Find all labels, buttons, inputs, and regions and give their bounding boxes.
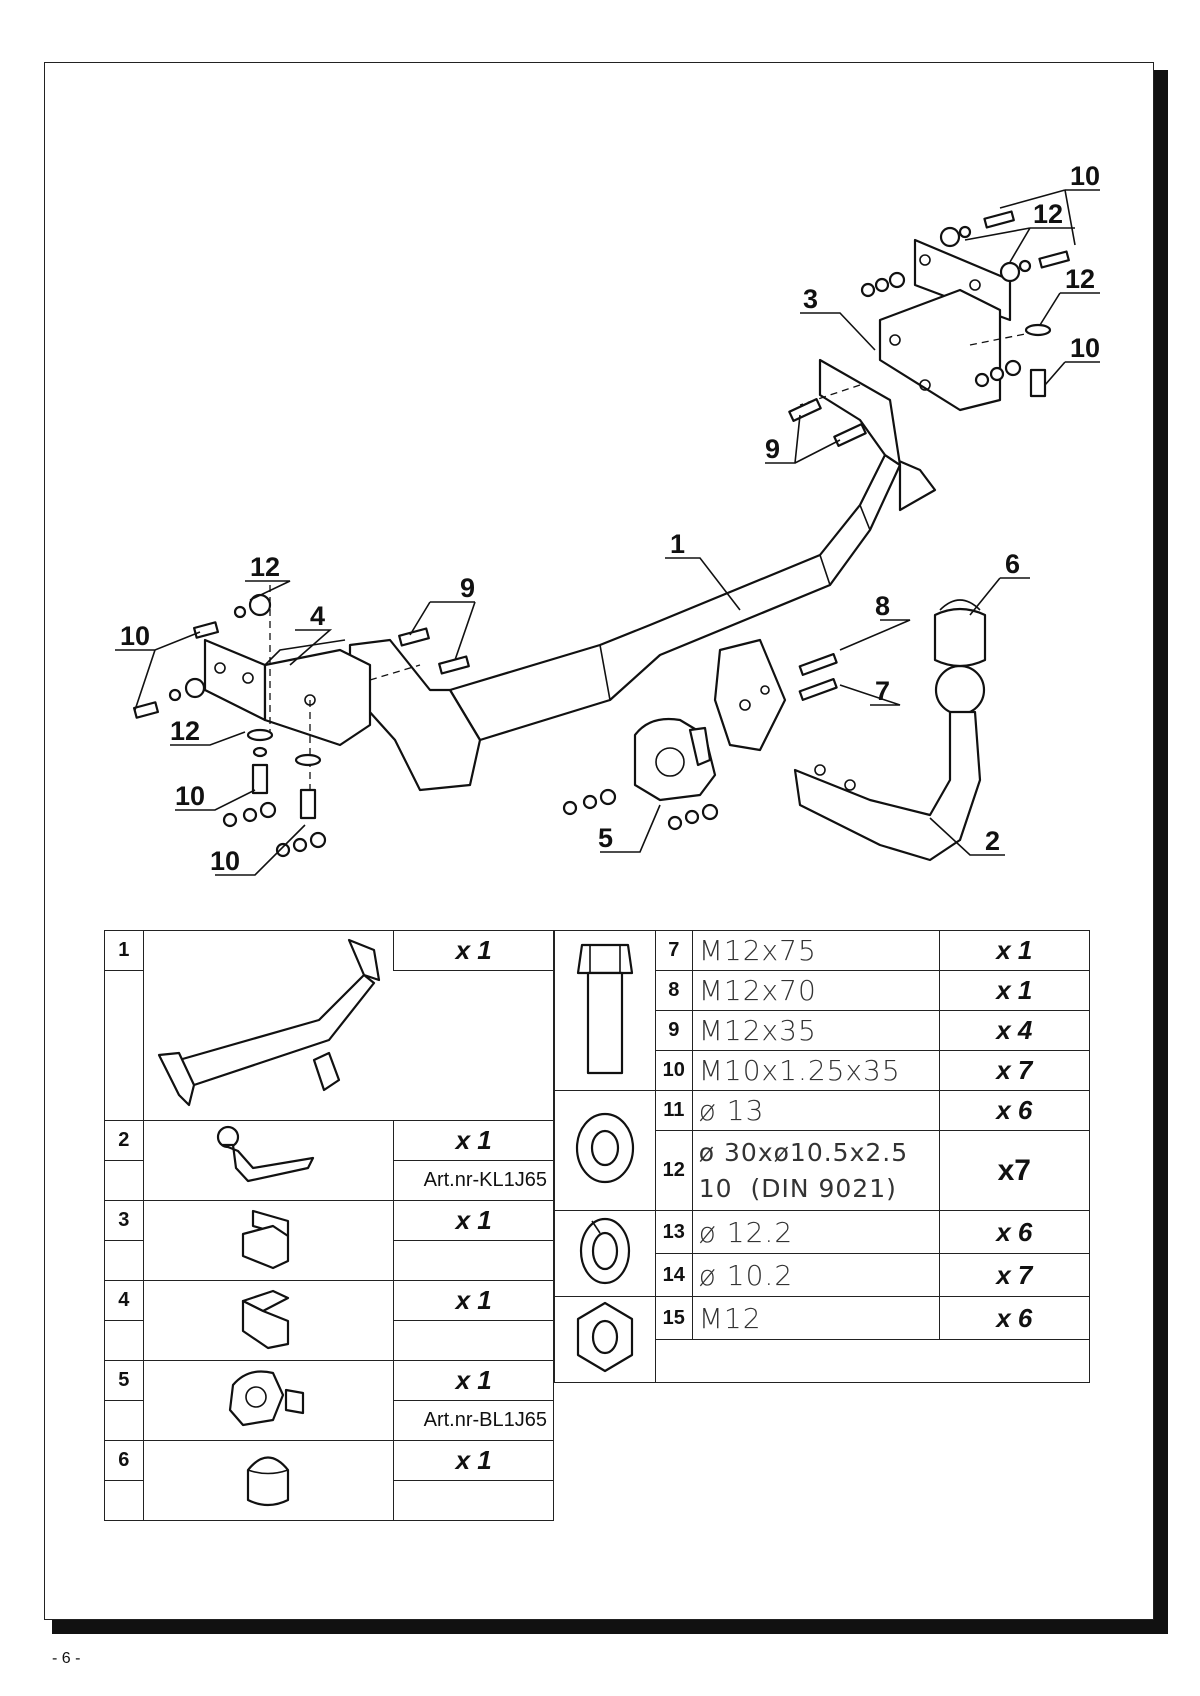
fastener-quantity: x 6 (938, 1210, 1091, 1254)
ball-cap-part (933, 599, 987, 668)
part-number: 6 (104, 1440, 144, 1481)
article-number: Art.nr-BL1J65 (393, 1400, 554, 1441)
page-number: - 6 - (52, 1650, 81, 1667)
fastener-quantity: x 6 (938, 1296, 1091, 1340)
towball-part (793, 664, 986, 862)
callout-label: 9 (765, 434, 780, 464)
part-number: 2 (104, 1120, 144, 1161)
ball-cap-thumbnail (247, 1456, 290, 1507)
fastener-quantity: x 1 (938, 930, 1091, 971)
fastener-quantity: x 1 (938, 970, 1091, 1011)
socket-plate-thumbnail (229, 1370, 305, 1427)
callout-label: 9 (460, 573, 475, 603)
fastener-spec: M12x75 (691, 930, 940, 971)
exploded-diagram: 10 12 12 10 3 9 1 6 12 9 4 10 8 7 12 10 … (115, 161, 1100, 876)
fastener-number: 14 (654, 1253, 693, 1297)
fastener-number: 9 (654, 1010, 693, 1051)
fastener-illustration-cell (554, 930, 656, 1091)
fasteners (132, 210, 1070, 858)
fastener-spec: ø 30xø10.5x2.5 (698, 1137, 909, 1167)
part-quantity: x 1 (393, 1120, 554, 1161)
fastener-number: 8 (654, 970, 693, 1011)
part-illustration-cell (142, 1200, 394, 1281)
part-quantity: x 1 (393, 1200, 554, 1241)
left-bracket-part (203, 585, 421, 800)
callout-label: 10 (120, 621, 150, 651)
callout-label: 12 (1033, 199, 1063, 229)
fastener-quantity: x 6 (938, 1090, 1091, 1131)
left-bracket-thumbnail (242, 1289, 290, 1350)
callout-label: 12 (250, 552, 280, 582)
part-quantity: x 1 (393, 930, 554, 971)
part-illustration-cell (142, 1360, 394, 1441)
main-parts-table: 1 x 1 2 x 1 Art.nr-KL1J65 3 (104, 930, 554, 1521)
callout-label: 6 (1005, 549, 1020, 579)
part-number: 5 (104, 1360, 144, 1401)
article-number: Art.nr-KL1J65 (393, 1160, 554, 1201)
fastener-quantity: x 7 (938, 1253, 1091, 1297)
spring-washer-icon (579, 1217, 631, 1285)
part-number: 3 (104, 1200, 144, 1241)
callout-label: 5 (598, 823, 613, 853)
fastener-quantity: x7 (938, 1130, 1091, 1211)
part-illustration-cell (142, 1280, 394, 1361)
fastener-spec: M10x1.25x35 (691, 1050, 940, 1091)
callout-label: 10 (175, 781, 205, 811)
callout-label: 8 (875, 591, 890, 621)
fastener-number: 12 (654, 1130, 693, 1211)
callout-label: 10 (1070, 161, 1100, 191)
fastener-quantity: x 7 (938, 1050, 1091, 1091)
part-number: 4 (104, 1280, 144, 1321)
callout-label: 10 (1070, 333, 1100, 363)
fastener-spec-cell: ø 30xø10.5x2.5 10 (DIN 9021) (691, 1130, 940, 1211)
fastener-spec: M12 (691, 1296, 940, 1340)
callout-label: 3 (803, 284, 818, 314)
fastener-number: 13 (654, 1210, 693, 1254)
part-illustration-cell (142, 1440, 394, 1521)
right-bracket-thumbnail (242, 1209, 290, 1270)
towball-thumbnail (217, 1125, 315, 1183)
callout-labels: 10 12 12 10 3 9 1 6 12 9 4 10 8 7 12 10 … (120, 161, 1100, 876)
leader-lines (115, 189, 1100, 876)
fastener-number: 7 (654, 930, 693, 971)
fastener-spec: M12x35 (691, 1010, 940, 1051)
callout-label: 2 (985, 826, 1000, 856)
crossbar-part (348, 358, 937, 792)
fasteners-table: 7 M12x75 x 1 8 M12x70 x 1 9 M12x35 x 4 1… (554, 930, 1091, 1383)
fastener-spec-secondary: 10 (DIN 9021) (698, 1173, 897, 1203)
nut-icon (576, 1301, 634, 1373)
fastener-illustration-cell (554, 1090, 656, 1211)
crossbar-thumbnail (157, 938, 380, 1107)
socket-plate-part (633, 717, 717, 802)
part-illustration-cell (142, 1120, 394, 1201)
fastener-spec: ø 12.2 (691, 1210, 940, 1254)
fastener-number: 10 (654, 1050, 693, 1091)
fastener-spec: M12x70 (691, 970, 940, 1011)
fastener-illustration-cell (554, 1296, 656, 1383)
part-quantity: x 1 (393, 1280, 554, 1321)
washer-icon (575, 1112, 635, 1184)
fastener-spec: ø 10.2 (691, 1253, 940, 1297)
fastener-spec: ø 13 (691, 1090, 940, 1131)
fastener-number: 15 (654, 1296, 693, 1340)
part-quantity: x 1 (393, 1440, 554, 1481)
part-quantity: x 1 (393, 1360, 554, 1401)
bolt-icon (576, 943, 634, 1075)
callout-label: 12 (170, 716, 200, 746)
part-illustration-cell (142, 930, 394, 1121)
callout-label: 12 (1065, 264, 1095, 294)
callout-label: 7 (875, 676, 890, 706)
fastener-illustration-cell (554, 1210, 656, 1297)
callout-label: 10 (210, 846, 240, 876)
fastener-number: 11 (654, 1090, 693, 1131)
callout-label: 4 (310, 601, 325, 631)
part-number: 1 (104, 930, 144, 971)
fastener-quantity: x 4 (938, 1010, 1091, 1051)
callout-label: 1 (670, 529, 685, 559)
